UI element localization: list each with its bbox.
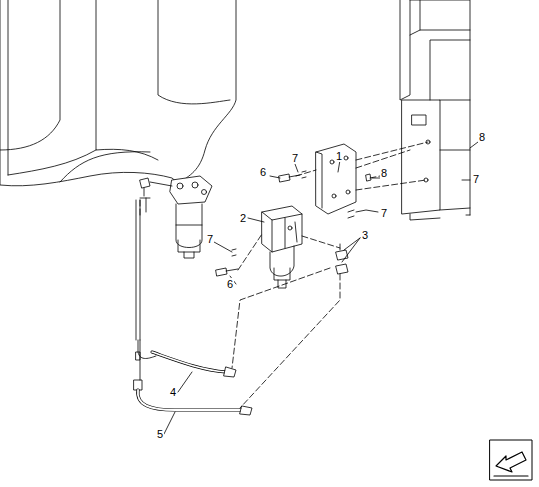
callout-number: 7 [291,152,299,164]
callout-number: 5 [156,428,164,440]
fuel-tank [0,0,236,186]
callout-number: 6 [226,278,234,290]
callout-number: 6 [259,166,267,178]
callout-number: 3 [361,229,369,241]
frame-member [400,0,470,220]
callout-number: 1 [335,150,343,162]
tank-filter [140,176,212,258]
filter-assembly [262,206,302,288]
callout-number: 7 [206,233,214,245]
fasteners [216,171,371,276]
leader-lines [164,142,478,434]
callout-number: 2 [239,212,247,224]
callout-number: 7 [380,207,388,219]
callout-number: 7 [472,173,480,185]
mounting-bracket [316,144,356,214]
assembly-lines [140,142,428,408]
callout-number: 8 [478,131,486,143]
supply-hoses [134,200,252,415]
callout-number: 4 [169,386,177,398]
callout-number: 8 [380,167,388,179]
orientation-icon [490,440,532,480]
